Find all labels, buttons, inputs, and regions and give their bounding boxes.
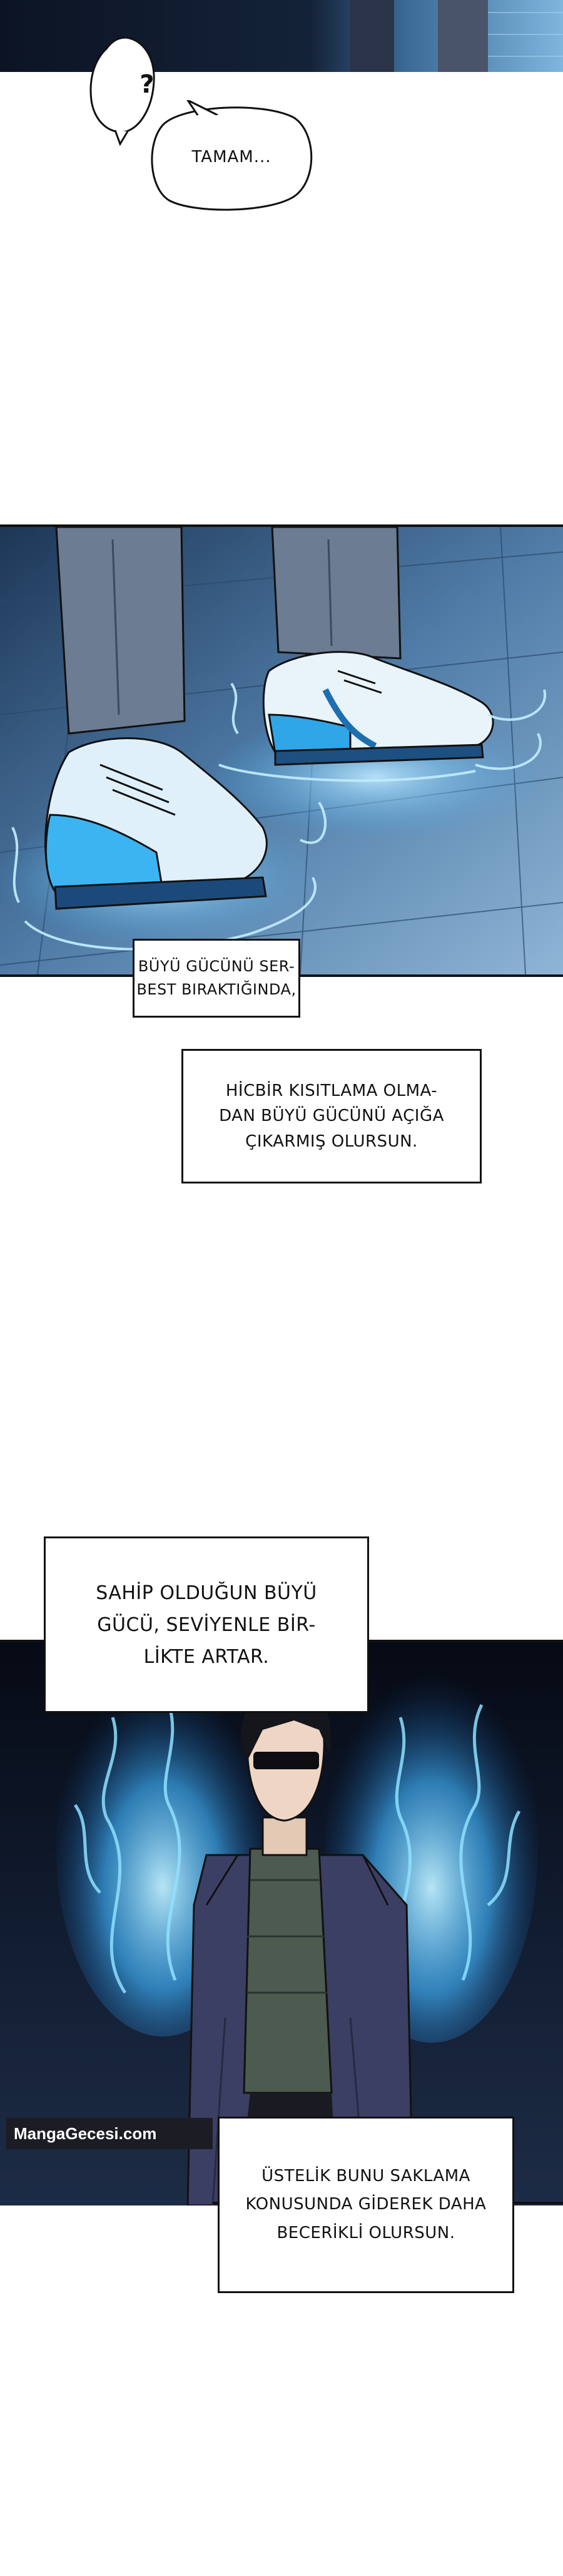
caption-box-2: HİCBİR KISITLAMA OLMA- DAN BÜYÜ GÜCÜNÜ A… xyxy=(181,1049,482,1183)
bubble-tamam-text: TAMAM... xyxy=(191,148,271,166)
top-panel xyxy=(0,0,563,72)
speech-bubble-tamam xyxy=(151,100,313,211)
shoes-panel xyxy=(0,524,563,977)
top-panel-art xyxy=(0,0,563,72)
caption-box-4: ÜSTELİK BUNU SAKLAMA KONUSUNDA GİDEREK D… xyxy=(218,2117,514,2293)
bubble-question-text: ? xyxy=(139,70,155,99)
watermark: MangaGecesi.com xyxy=(6,2118,213,2149)
speech-bubble-question xyxy=(89,38,155,146)
caption-box-3: SAHİP OLDUĞUN BÜYÜ GÜCÜ, SEVİYENLE BİR- … xyxy=(44,1536,369,1713)
shoes-art xyxy=(0,527,563,974)
caption-box-1: BÜYÜ GÜCÜNÜ SER- BEST BIRAKTIĞINDA, xyxy=(133,939,300,1018)
